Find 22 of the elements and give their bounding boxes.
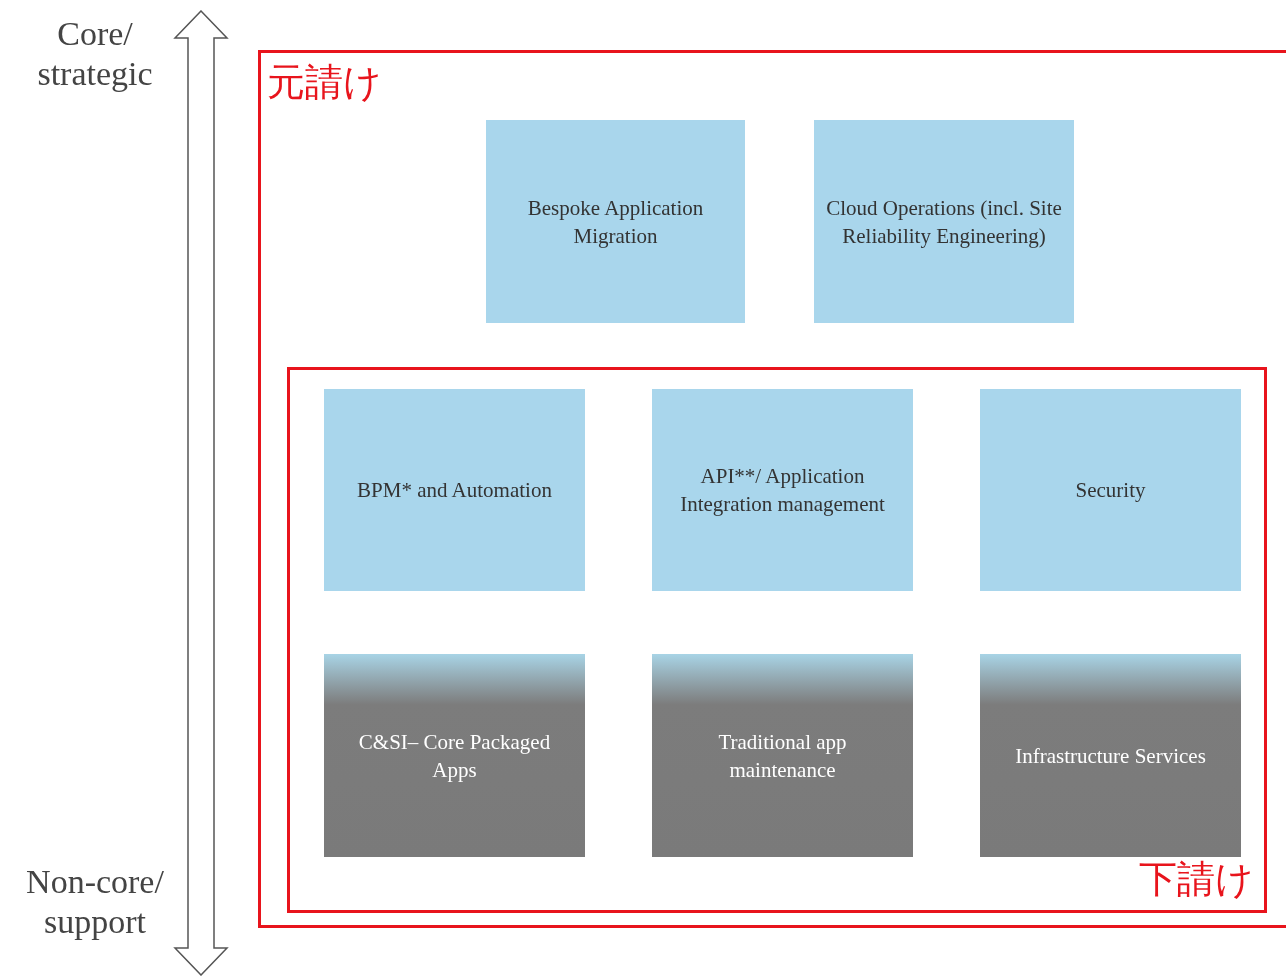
box-label: Infrastructure Services — [1015, 742, 1206, 770]
box-label: Security — [1075, 477, 1146, 504]
service-box — [324, 389, 585, 591]
axis-label: Non-core/ support — [25, 862, 165, 942]
box-label: Cloud Operations (incl. Site Reliability Engineering) — [826, 194, 1062, 250]
service-box — [652, 654, 913, 857]
service-box — [814, 120, 1074, 323]
service-box — [980, 389, 1241, 591]
box-label: Traditional app maintenance — [717, 728, 848, 784]
group-frame — [258, 50, 1286, 928]
axis-label: Core/ strategic — [36, 14, 154, 94]
service-box — [324, 654, 585, 857]
box-label: Bespoke Application Migration — [526, 194, 705, 250]
box-label: API**/ Application Integration management — [679, 463, 886, 518]
box-label: C&SI– Core Packaged Apps — [357, 728, 552, 784]
box-label: BPM* and Automation — [357, 477, 552, 504]
service-box — [486, 120, 745, 323]
service-box — [980, 654, 1241, 857]
group-frame — [287, 367, 1267, 913]
group-heading: 元請け — [267, 63, 382, 101]
service-box — [652, 389, 913, 591]
group-heading: 下請け — [1139, 860, 1254, 898]
